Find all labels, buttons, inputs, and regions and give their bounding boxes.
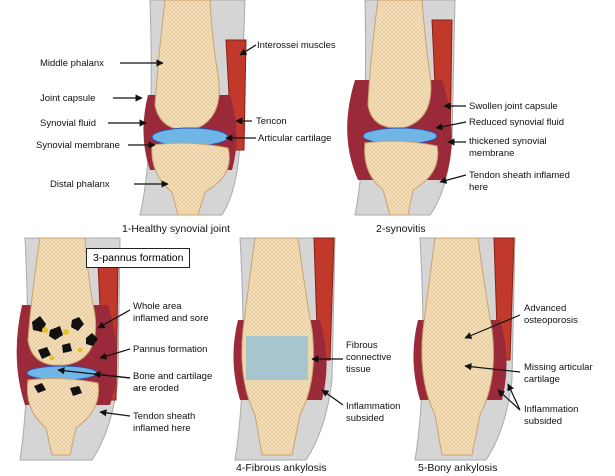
label-pannus: Pannus formation xyxy=(133,344,207,355)
panel-4-fibrous-ankylosis xyxy=(233,238,335,460)
label-joint-capsule: Joint capsule xyxy=(40,93,95,104)
label-sheath-1: Tendon sheath inflamed xyxy=(469,170,570,181)
label-advanced-2: osteoporosis xyxy=(524,315,578,326)
label-synovial-fluid: Synovial fluid xyxy=(40,118,96,129)
label-eroded-1: Bone and cartilage xyxy=(133,371,212,382)
label-subsided-2: subsided xyxy=(346,413,384,424)
fibrous-tissue xyxy=(246,336,308,380)
caption-panel-5: 5-Bony ankylosis xyxy=(418,462,497,474)
middle-phalanx xyxy=(155,0,219,130)
label-tendon: Tencon xyxy=(256,116,287,127)
label-middle-phalanx: Middle phalanx xyxy=(40,58,104,69)
label-subsided-1: Inflammation xyxy=(346,401,400,412)
label-subsided-1: Inflammation xyxy=(524,404,578,415)
label-eroded-2: are eroded xyxy=(133,383,179,394)
caption-panel-3: 3-pannus formation xyxy=(86,248,190,268)
panel-3-pannus xyxy=(17,238,120,460)
label-fibrous-1: Fibrous xyxy=(346,340,378,351)
label-thickened-membrane-2: membrane xyxy=(469,148,514,159)
label-sheath-2: inflamed here xyxy=(133,423,191,434)
label-interossei-muscles: Interossei muscles xyxy=(257,40,336,51)
panel-2-synovitis xyxy=(347,0,455,215)
label-sheath-1: Tendon sheath xyxy=(133,411,195,422)
caption-panel-1: 1-Healthy synovial joint xyxy=(122,223,230,235)
label-reduced-fluid: Reduced synovial fluid xyxy=(469,117,564,128)
label-thickened-membrane-1: thickened synovial xyxy=(469,136,547,147)
label-advanced-1: Advanced xyxy=(524,303,566,314)
label-whole-area-2: inflamed and sore xyxy=(133,313,209,324)
label-sheath-2: here xyxy=(469,182,488,193)
caption-panel-2: 2-synovitis xyxy=(376,223,426,235)
panel-5-bony-ankylosis xyxy=(413,238,515,460)
label-missing-2: cartilage xyxy=(524,374,560,385)
label-articular-cartilage: Articular cartilage xyxy=(258,133,331,144)
label-fibrous-3: tissue xyxy=(346,364,371,375)
label-fibrous-2: connective xyxy=(346,352,391,363)
label-distal-phalanx: Distal phalanx xyxy=(50,179,110,190)
middle-phalanx xyxy=(368,0,431,128)
label-synovial-membrane: Synovial membrane xyxy=(36,140,120,151)
label-whole-area-1: Whole area xyxy=(133,301,182,312)
caption-panel-4: 4-Fibrous ankylosis xyxy=(236,462,326,474)
panel-1-healthy-joint xyxy=(140,0,246,215)
label-missing-1: Missing articular xyxy=(524,362,593,373)
label-subsided-2: subsided xyxy=(524,416,562,427)
label-swollen-capsule: Swollen joint capsule xyxy=(469,101,558,112)
